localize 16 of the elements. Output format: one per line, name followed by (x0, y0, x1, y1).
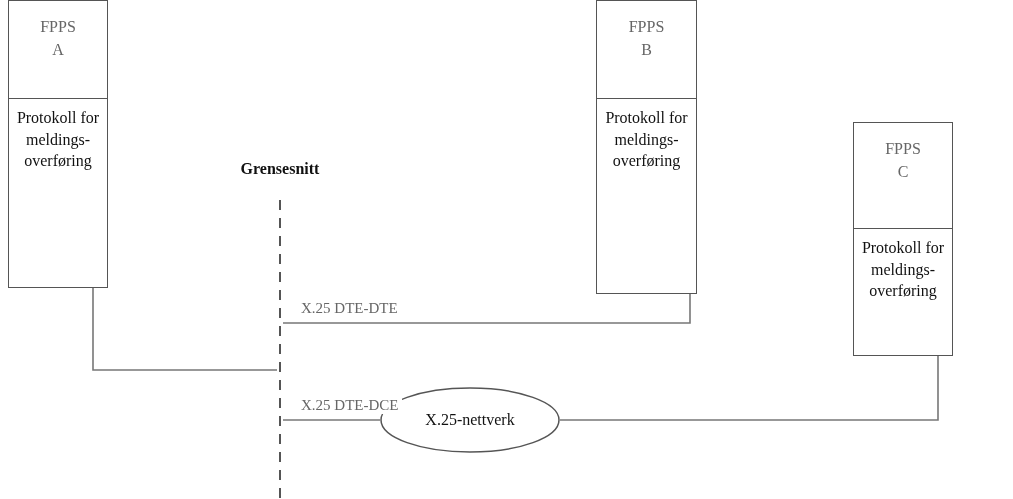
box-title: FPPS C (884, 139, 922, 183)
connector-line (282, 293, 691, 324)
box-title: FPPS B (627, 17, 666, 61)
process-box (8, 0, 108, 288)
edge-label: X.25 DTE-DCE (298, 397, 402, 414)
connector-line (282, 419, 381, 421)
connector-line (92, 287, 278, 371)
process-box (853, 122, 953, 356)
box-text: Protokoll for meldings-overføring (604, 108, 689, 172)
interface-title: Grensesnitt (240, 160, 320, 178)
network-label: X.25-nettverk (425, 411, 515, 429)
box-text: Protokoll for meldings-overføring (15, 108, 101, 172)
box-text: Protokoll for meldings-overføring (860, 238, 946, 302)
connector-line (559, 355, 939, 421)
process-box (596, 0, 697, 294)
box-title: FPPS A (39, 17, 77, 61)
